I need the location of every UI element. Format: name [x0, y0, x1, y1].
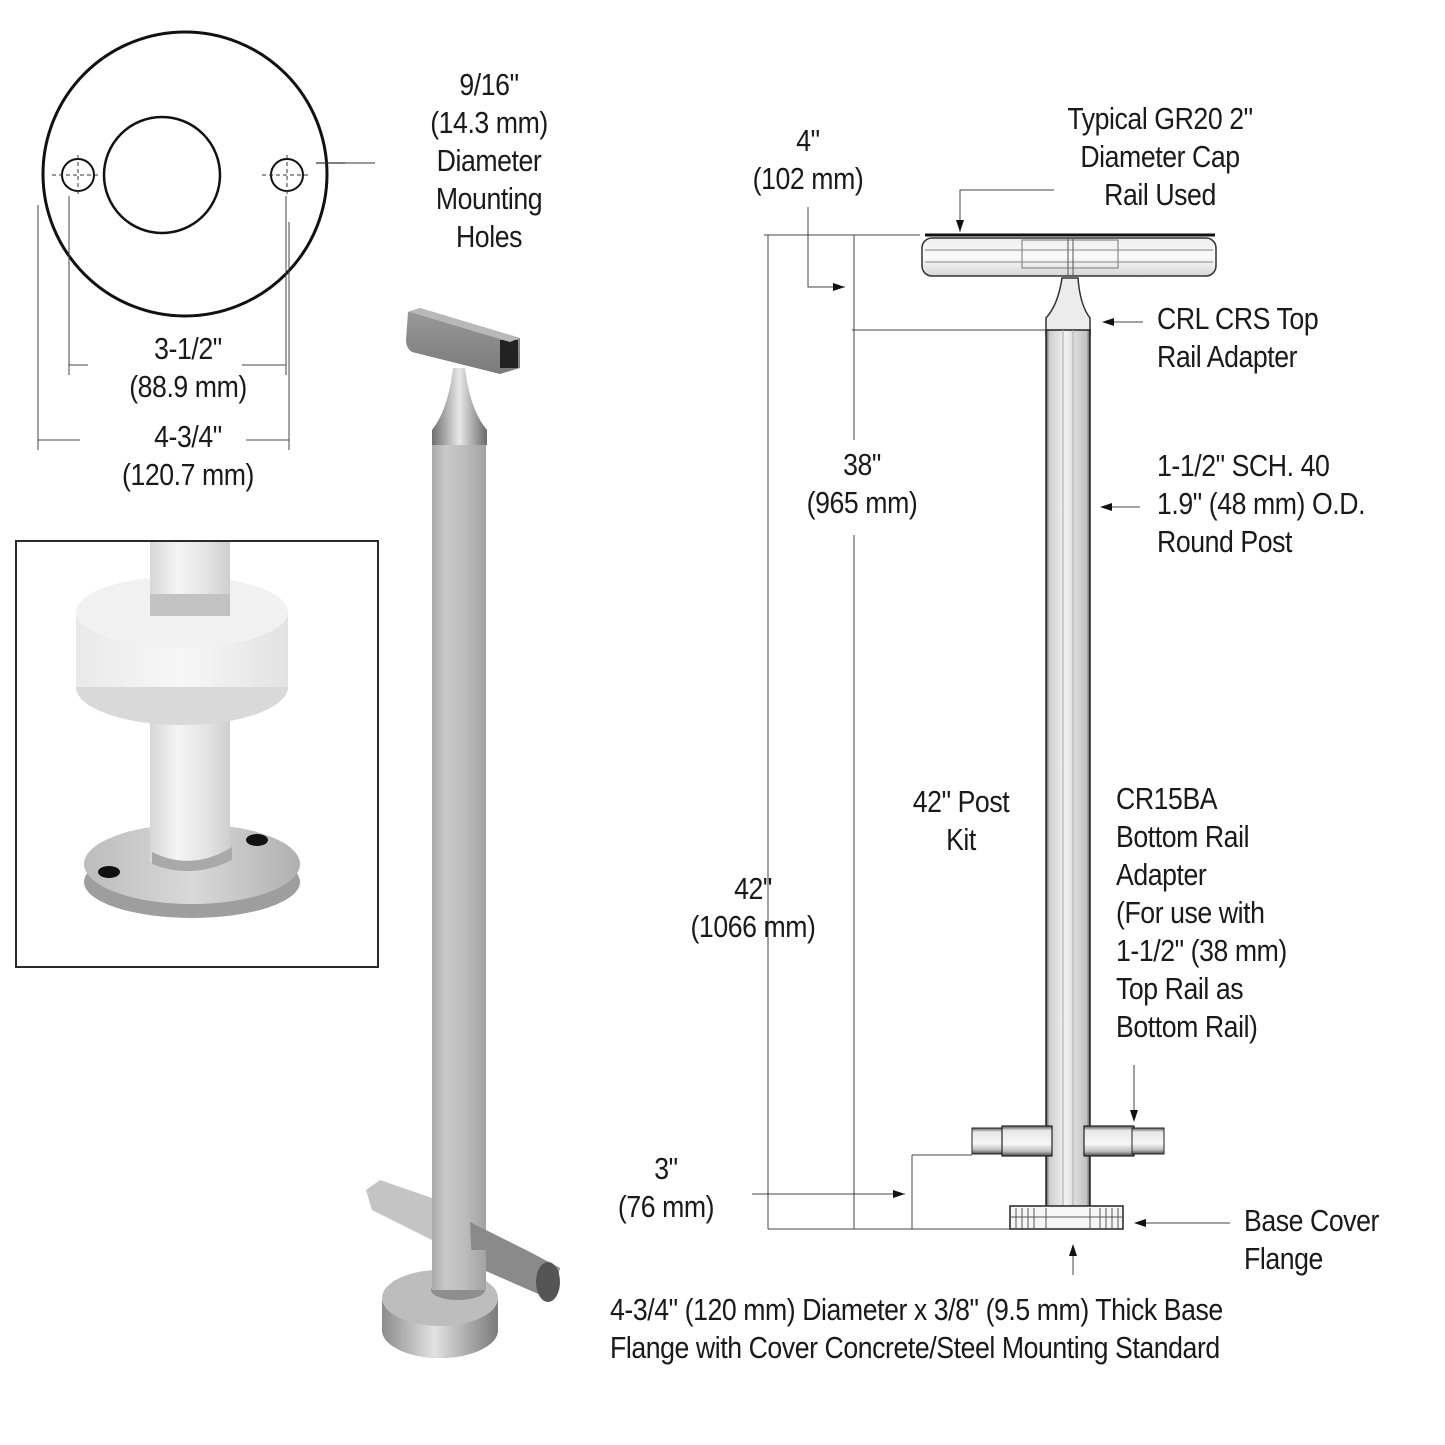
label-line: (76 mm) [617, 1189, 715, 1224]
label-line: Flange with Cover Concrete/Steel Mountin… [610, 1330, 1220, 1365]
cap-height-dimension: 4" (102 mm) [739, 122, 877, 198]
label-line: CRL CRS Top [1157, 301, 1319, 336]
round-post-label: 1-1/2" SCH. 40 1.9" (48 mm) O.D. Round P… [1157, 447, 1365, 561]
label-line: (120.7 mm) [121, 457, 254, 492]
label-line: 1.9" (48 mm) O.D. [1157, 486, 1366, 521]
flange-plan-drawing [37, 30, 375, 450]
base-cover-flange-label: Base Cover Flange [1244, 1202, 1379, 1278]
bottom-height-dimension: 3" (76 mm) [606, 1150, 726, 1226]
mounting-hole-label: 9/16" (14.3 mm) Diameter Mounting Holes [416, 66, 562, 256]
label-line: 1-1/2" (38 mm) [1116, 933, 1287, 968]
outer-diameter-dimension: 4-3/4" (120.7 mm) [95, 418, 281, 494]
label-line: Bottom Rail [1116, 819, 1250, 854]
label-line: Rail Adapter [1157, 339, 1298, 374]
label-line: (For use with [1116, 895, 1265, 930]
post-kit-label: 42" Post Kit [897, 783, 1026, 859]
total-height-dimension: 42" (1066 mm) [680, 870, 826, 946]
bottom-rail-adapter-label: CR15BA Bottom Rail Adapter (For use with… [1116, 780, 1287, 1046]
label-line: Diameter Cap [1080, 139, 1240, 174]
base-flange-photo [76, 542, 300, 918]
base-flange-detail-inset [15, 540, 379, 968]
label-line: Top Rail as [1116, 971, 1244, 1006]
label-line: 42" Post [912, 784, 1010, 819]
label-line: 4-3/4" (120 mm) Diameter x 3/8" (9.5 mm)… [610, 1292, 1223, 1327]
label-line: (88.9 mm) [129, 369, 247, 404]
label-line: Flange [1244, 1241, 1323, 1276]
label-line: (965 mm) [806, 485, 918, 520]
label-line: (102 mm) [752, 161, 864, 196]
label-line: Holes [455, 219, 523, 254]
label-line: CR15BA [1116, 781, 1218, 816]
label-line: Adapter [1116, 857, 1207, 892]
label-line: Bottom Rail) [1116, 1009, 1258, 1044]
label-line: (1066 mm) [690, 909, 816, 944]
label-line: 42" [734, 871, 772, 906]
bolt-spacing-dimension: 3-1/2" (88.9 mm) [102, 330, 274, 406]
label-line: Rail Used [1104, 177, 1216, 212]
label-line: Mounting [435, 181, 543, 216]
label-line: Diameter [436, 143, 542, 178]
mid-height-dimension: 38" (965 mm) [793, 446, 931, 522]
cap-rail-label: Typical GR20 2" Diameter Cap Rail Used [1040, 100, 1281, 214]
label-line: Typical GR20 2" [1067, 101, 1253, 136]
label-line: 38" [843, 447, 881, 482]
label-line: 4" [796, 123, 820, 158]
label-line: 4-3/4" [154, 419, 222, 454]
label-line: Base Cover [1244, 1203, 1379, 1238]
label-line: 1-1/2" SCH. 40 [1157, 448, 1330, 483]
label-line: (14.3 mm) [430, 105, 548, 140]
label-line: 9/16" [459, 67, 519, 102]
label-line: 3-1/2" [154, 331, 222, 366]
base-flange-note: 4-3/4" (120 mm) Diameter x 3/8" (9.5 mm)… [610, 1291, 1223, 1367]
label-line: Kit [946, 822, 976, 857]
label-line: 3" [654, 1151, 678, 1186]
top-rail-adapter-label: CRL CRS Top Rail Adapter [1157, 300, 1319, 376]
label-line: Round Post [1157, 524, 1293, 559]
